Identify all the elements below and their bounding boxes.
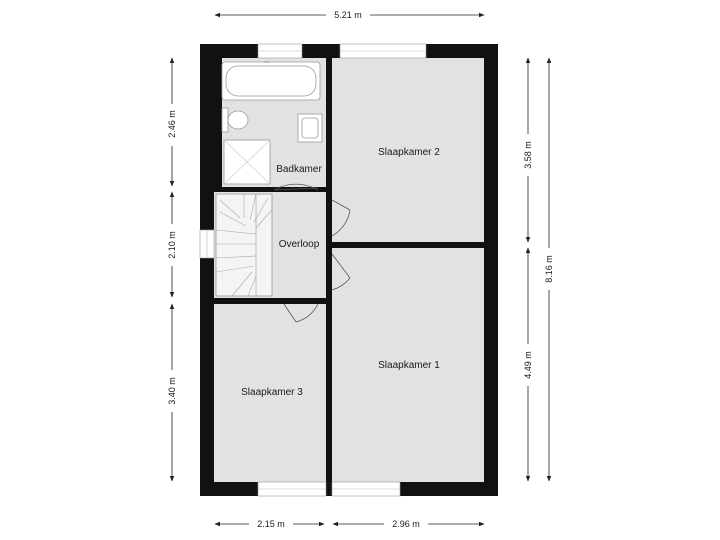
room-label-badkamer: Badkamer bbox=[276, 164, 322, 175]
room-label-slaapkamer3: Slaapkamer 3 bbox=[241, 387, 303, 398]
dimension-top-total: 5.21 m bbox=[214, 9, 485, 21]
dim-label-right-bottom: 4.49 m bbox=[523, 351, 533, 379]
door-slaapkamer2 bbox=[331, 199, 351, 237]
sink-icon bbox=[297, 113, 323, 143]
room-label-slaapkamer2: Slaapkamer 2 bbox=[378, 147, 440, 158]
shower-icon bbox=[223, 139, 271, 185]
dim-label-left-top: 2.46 m bbox=[167, 110, 177, 138]
slaapkamer2-floor bbox=[332, 58, 484, 242]
dim-label-bottom-left: 2.15 m bbox=[257, 519, 285, 529]
door-slaapkamer3 bbox=[283, 303, 319, 323]
wall-bed2-bed1 bbox=[332, 242, 484, 248]
bath-hall-wall bbox=[214, 187, 326, 192]
dimension-left-bottom: 3.40 m bbox=[165, 303, 179, 482]
dim-label-top-total: 5.21 m bbox=[334, 10, 362, 20]
bathtub-icon bbox=[221, 61, 321, 101]
dimension-right-top: 3.58 m bbox=[521, 57, 535, 243]
dim-label-right-total: 8.16 m bbox=[544, 255, 554, 283]
dim-label-bottom-right: 2.96 m bbox=[392, 519, 420, 529]
toilet-icon bbox=[221, 107, 249, 133]
wall-hall-bed3-a bbox=[214, 298, 282, 304]
door-badkamer bbox=[273, 183, 319, 191]
staircase-icon bbox=[215, 193, 273, 297]
bath-inner-wall bbox=[214, 58, 222, 188]
door-slaapkamer1 bbox=[331, 253, 351, 291]
dimension-right-total: 8.16 m bbox=[542, 57, 556, 482]
dim-label-left-mid: 2.10 m bbox=[167, 231, 177, 259]
wall-vertical-lower bbox=[326, 290, 332, 482]
dimension-left-top: 2.46 m bbox=[165, 57, 179, 187]
room-label-overloop: Overloop bbox=[279, 239, 320, 250]
dim-label-left-bottom: 3.40 m bbox=[167, 377, 177, 405]
dim-label-right-top: 3.58 m bbox=[523, 141, 533, 169]
wall-vertical-upper bbox=[326, 58, 332, 194]
slaapkamer1-floor bbox=[332, 248, 484, 482]
room-label-slaapkamer1: Slaapkamer 1 bbox=[378, 360, 440, 371]
dimension-left-mid: 2.10 m bbox=[165, 191, 179, 298]
dimension-right-bottom: 4.49 m bbox=[521, 247, 535, 482]
dimension-bottom-right: 2.96 m bbox=[332, 518, 485, 530]
dimension-bottom-left: 2.15 m bbox=[214, 518, 325, 530]
wall-hall-bed3-b bbox=[318, 298, 326, 304]
slaapkamer3-floor bbox=[214, 304, 326, 482]
